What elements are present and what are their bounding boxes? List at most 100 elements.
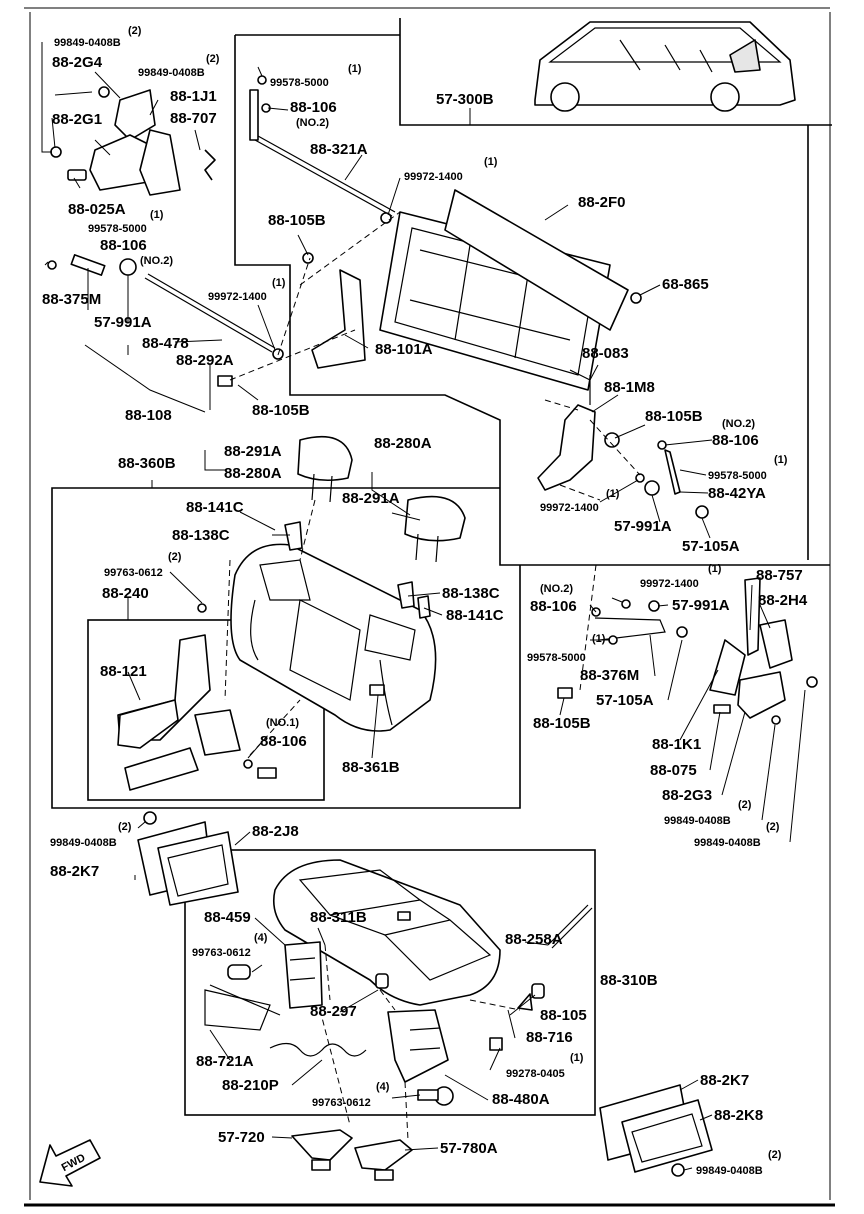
qty-label: (NO.1)	[266, 717, 299, 729]
part-label: 88-280A	[374, 435, 432, 452]
part-label: 88-2K8	[714, 1107, 763, 1124]
part-label: 68-865	[662, 276, 709, 293]
qty-label: (2)	[206, 53, 220, 65]
qty-label: (2)	[766, 821, 780, 833]
part-label: 99763-0612	[192, 947, 251, 959]
qty-label: (1)	[592, 633, 606, 645]
part-label: 99578-5000	[270, 77, 329, 89]
part-label: 88-2G1	[52, 111, 102, 128]
part-label: 88-083	[582, 345, 629, 362]
part-label: 99578-5000	[88, 223, 147, 235]
van-icon	[534, 21, 796, 112]
frame-88-240	[87, 619, 325, 801]
part-label: 57-105A	[682, 538, 740, 555]
part-label: 88-311B	[310, 909, 367, 926]
qty-label: (4)	[376, 1081, 390, 1093]
part-label: 88-321A	[310, 141, 368, 158]
seatback-cushion	[197, 521, 437, 732]
part-label: 99972-1400	[208, 291, 267, 303]
part-label: 57-991A	[94, 314, 152, 331]
part-label: 88-721A	[196, 1053, 254, 1070]
part-label: 99972-1400	[404, 171, 463, 183]
armrest	[117, 634, 277, 791]
part-label: 88-42YA	[708, 485, 766, 502]
part-label: 88-2K7	[700, 1072, 749, 1089]
frame-seatback	[234, 35, 830, 566]
qty-label: (2)	[118, 821, 132, 833]
leader-lines	[41, 42, 806, 1171]
part-label: 88-297	[310, 1003, 357, 1020]
part-label: 88-106	[530, 598, 577, 615]
frame-57-300b-top	[235, 18, 832, 126]
qty-label: (1)	[150, 209, 164, 221]
qty-label: (1)	[708, 563, 722, 575]
qty-label: (NO.2)	[540, 583, 573, 595]
part-label: 88-105B	[645, 408, 703, 425]
part-label: 88-240	[102, 585, 149, 602]
part-label: 88-106	[260, 733, 307, 750]
part-label: 57-780A	[440, 1140, 498, 1157]
part-label: 88-280A	[224, 465, 282, 482]
seatback-frame	[249, 75, 642, 391]
part-label: 88-2G4	[52, 54, 103, 71]
part-label: 88-101A	[375, 341, 433, 358]
garnish-pads-left	[137, 811, 239, 906]
qty-label: (1)	[484, 156, 498, 168]
part-label: 88-2K7	[50, 863, 99, 880]
part-label: 88-291A	[342, 490, 400, 507]
part-label: 88-106	[290, 99, 337, 116]
part-label: 99763-0612	[104, 567, 163, 579]
part-label: 88-360B	[118, 455, 176, 472]
qty-label: (2)	[168, 551, 182, 563]
part-label: 88-1M8	[604, 379, 655, 396]
qty-label: (NO.2)	[296, 117, 329, 129]
part-label: 88-138C	[442, 585, 500, 602]
frame-88-360b	[51, 487, 521, 809]
part-label: 88-478	[142, 335, 189, 352]
headrests	[297, 436, 466, 563]
qty-label: (NO.2)	[140, 255, 173, 267]
part-label: 99849-0408B	[50, 837, 117, 849]
qty-label: (2)	[128, 25, 142, 37]
part-label: 88-716	[526, 1029, 573, 1046]
part-label: 88-141C	[446, 607, 504, 624]
part-label: 88-361B	[342, 759, 400, 776]
lock-hooks	[291, 1129, 413, 1181]
part-label: 88-707	[170, 110, 217, 127]
qty-label: (1)	[570, 1052, 584, 1064]
part-label: 88-459	[204, 909, 251, 926]
part-label: 99578-5000	[708, 470, 767, 482]
part-label: 99972-1400	[640, 578, 699, 590]
qty-label: (2)	[738, 799, 752, 811]
part-label: 99849-0408B	[54, 37, 121, 49]
part-label: 88-480A	[492, 1091, 550, 1108]
part-label: 88-141C	[186, 499, 244, 516]
part-label: 88-138C	[172, 527, 230, 544]
part-label: 99763-0612	[312, 1097, 371, 1109]
part-label: 88-292A	[176, 352, 234, 369]
part-label: 88-376M	[580, 667, 639, 684]
recliner-bracket-parts	[50, 86, 216, 196]
part-label: 99578-5000	[527, 652, 586, 664]
part-label: 88-105B	[268, 212, 326, 229]
part-label: 88-757	[756, 567, 803, 584]
part-label: 57-991A	[614, 518, 672, 535]
part-label: 99849-0408B	[138, 67, 205, 79]
part-label: 57-720	[218, 1129, 265, 1146]
qty-label: (4)	[254, 932, 268, 944]
part-label: 88-106	[100, 237, 147, 254]
seat-cushion	[272, 859, 501, 1006]
part-label: 57-991A	[672, 597, 730, 614]
qty-label: (NO.2)	[722, 418, 755, 430]
part-label: 88-2F0	[578, 194, 626, 211]
part-label: 57-300B	[436, 91, 494, 108]
part-label: 88-210P	[222, 1077, 279, 1094]
part-labels: (2) 99849-0408B 88-2G4 (2) 99849-0408B 8…	[42, 25, 808, 1177]
part-label: 88-105B	[533, 715, 591, 732]
part-label: 88-106	[712, 432, 759, 449]
part-label: 88-075	[650, 762, 697, 779]
alignment-dashes	[224, 211, 641, 1141]
part-label: 57-105A	[596, 692, 654, 709]
part-label: 88-105B	[252, 402, 310, 419]
part-label: 88-310B	[600, 972, 658, 989]
